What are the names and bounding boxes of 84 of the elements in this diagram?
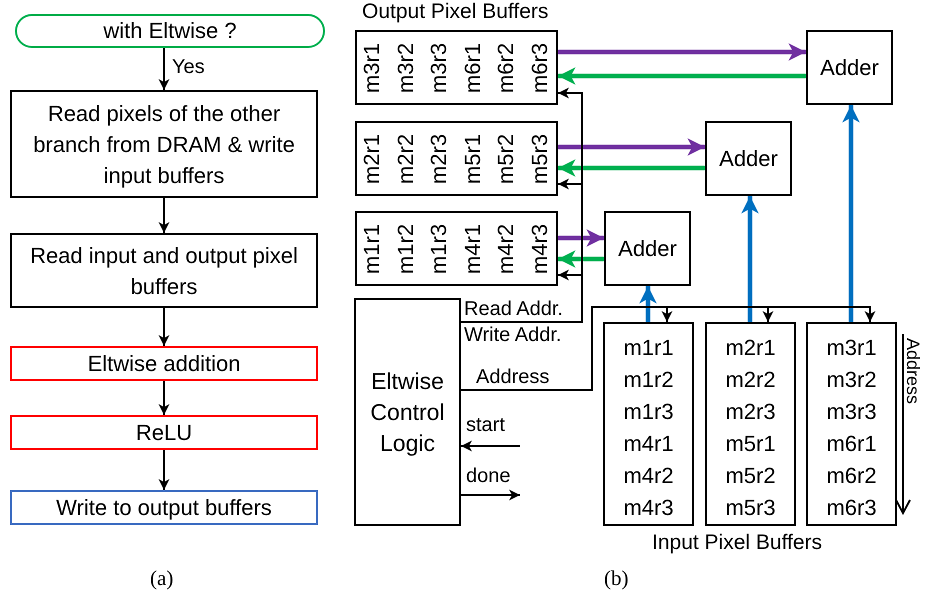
process-box — [10, 346, 318, 381]
adder-label: Adder — [820, 54, 879, 80]
buffer-entry: m6r2 — [825, 462, 878, 490]
panel-label: (a) — [150, 566, 174, 591]
data-arrow — [558, 67, 806, 85]
arrow — [158, 48, 170, 90]
buffer-entry: m6r3 — [528, 41, 552, 95]
buffer-entry: m3r1 — [360, 41, 384, 95]
buffer-entry: m4r1 — [622, 430, 675, 458]
adder-box — [806, 30, 893, 105]
arrow — [158, 381, 170, 415]
adder-box — [705, 121, 792, 196]
buffer-entry: m6r1 — [825, 430, 878, 458]
data-arrow — [842, 105, 860, 322]
input-buffer — [705, 322, 796, 526]
buffer-entry: m3r1 — [825, 334, 878, 362]
buffer-entry: m2r3 — [724, 398, 777, 426]
buffer-entry: m2r2 — [394, 132, 418, 186]
step-text: Read pixels of the other branch from DRAM & write input buffers — [32, 100, 296, 190]
arrow — [158, 308, 170, 346]
buffer-entry: m5r1 — [460, 132, 484, 186]
buffer-entry: m1r2 — [622, 366, 675, 394]
process-box — [10, 415, 318, 450]
adder-label: Adder — [719, 146, 778, 172]
buffer-entry: m2r1 — [360, 132, 384, 186]
buffer-entry: m2r2 — [724, 366, 777, 394]
arrow — [461, 440, 520, 452]
process-box — [10, 233, 318, 308]
buffer-entry: m6r1 — [460, 41, 484, 95]
section-heading: Output Pixel Buffers — [362, 0, 548, 24]
buffer-entry: m1r1 — [360, 222, 384, 276]
arrow — [461, 270, 583, 323]
buffer-entry: m4r2 — [494, 222, 518, 276]
data-arrow — [558, 229, 604, 247]
buffer-entry: m3r3 — [825, 398, 878, 426]
buffer-entry: m3r2 — [825, 366, 878, 394]
buffer-entry: m5r1 — [724, 430, 777, 458]
step-text: ReLU — [136, 420, 192, 446]
panel-label: (b) — [604, 566, 628, 591]
arrow — [461, 490, 520, 500]
condition-box — [15, 14, 325, 48]
buffer-entry: m1r2 — [394, 222, 418, 276]
output-buffer — [355, 30, 558, 105]
buffer-entry: m1r3 — [427, 222, 451, 276]
data-arrow — [558, 43, 806, 61]
data-arrow — [741, 196, 759, 322]
buffer-entry: m5r2 — [494, 132, 518, 186]
input-buffer — [806, 322, 897, 526]
control-logic-box — [354, 298, 461, 526]
buffer-entry: m1r1 — [622, 334, 675, 362]
buffer-entry: m3r2 — [394, 41, 418, 95]
process-box — [10, 490, 318, 525]
arrow — [158, 198, 170, 233]
axis-label: Address — [903, 336, 923, 406]
condition-text: with Eltwise ? — [103, 18, 237, 44]
buffer-entry: m5r2 — [724, 462, 777, 490]
process-box — [10, 90, 318, 198]
arrow — [158, 450, 170, 490]
buffer-entry: m2r3 — [427, 132, 451, 186]
step-text: Write to output buffers — [56, 494, 272, 520]
step-text: Eltwise addition — [88, 350, 240, 376]
buffer-entry: m4r1 — [460, 222, 484, 276]
buffer-entry: m6r2 — [494, 41, 518, 95]
data-arrow — [558, 138, 705, 156]
buffer-entry: m1r3 — [622, 398, 675, 426]
buffer-entry: m2r1 — [724, 334, 777, 362]
step-text: Read input and output pixel buffers — [29, 242, 299, 300]
data-arrow — [639, 286, 657, 322]
adder-box — [604, 211, 691, 286]
adder-label: Adder — [618, 236, 677, 262]
buffer-entry: m5r3 — [528, 132, 552, 186]
output-buffer — [355, 121, 558, 196]
buffer-entry: m4r3 — [528, 222, 552, 276]
section-heading: Input Pixel Buffers — [652, 531, 822, 555]
buffer-entry: m4r2 — [622, 462, 675, 490]
buffer-entry: m4r3 — [622, 494, 675, 522]
data-arrow — [558, 159, 705, 177]
input-buffer — [603, 322, 694, 526]
output-buffer — [355, 211, 558, 286]
control-logic-label: Eltwise Control Logic — [369, 366, 446, 458]
buffer-entry: m3r3 — [427, 41, 451, 95]
buffer-entry: m6r3 — [825, 494, 878, 522]
buffer-entry: m5r3 — [724, 494, 777, 522]
data-arrow — [558, 250, 604, 268]
